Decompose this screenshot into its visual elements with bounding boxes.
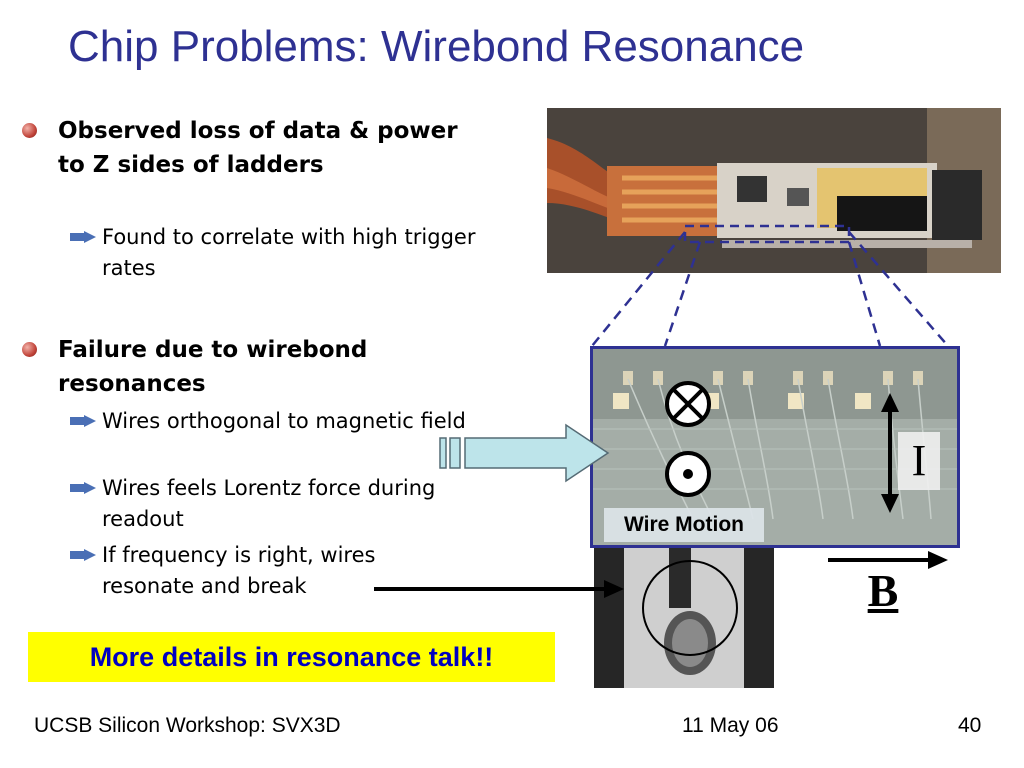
footer-left: UCSB Silicon Workshop: SVX3D — [34, 714, 341, 737]
sub-arrow-icon — [70, 231, 96, 243]
sub-bullet-2-2-text: Wires feels Lorentz force during readout — [102, 476, 436, 531]
pointer-arrow — [374, 580, 624, 598]
sub-bullet-2-1-text: Wires orthogonal to magnetic field — [102, 409, 466, 433]
bullet-1: Observed loss of data & power to Z sides… — [22, 114, 458, 182]
sub-bullet-2-3: If frequency is right, wires resonate an… — [70, 540, 462, 602]
slide-title: Chip Problems: Wirebond Resonance — [68, 22, 805, 71]
highlight-circle — [642, 560, 738, 656]
wire-motion-label: Wire Motion — [604, 508, 764, 542]
bullet-dot-icon — [22, 123, 37, 138]
bullet-dot-icon — [22, 342, 37, 357]
bullet-2-text: Failure due to wirebond resonances — [58, 337, 368, 397]
zoom-region-box — [683, 224, 851, 244]
field-arrow — [828, 551, 948, 569]
sub-arrow-icon — [70, 482, 96, 494]
footer-date: 11 May 06 — [682, 714, 779, 737]
module-photo — [547, 108, 1001, 273]
bullet-2: Failure due to wirebond resonances — [22, 333, 458, 401]
sub-arrow-icon — [70, 549, 96, 561]
current-label: I — [898, 432, 940, 490]
sub-arrow-icon — [70, 415, 96, 427]
block-arrow — [439, 423, 610, 483]
field-label: B — [867, 565, 899, 616]
current-into-page-icon — [665, 381, 711, 427]
sub-bullet-2-3-text: If frequency is right, wires resonate an… — [102, 543, 376, 598]
sub-bullet-1-1-text: Found to correlate with high trigger rat… — [102, 225, 476, 280]
zoom-lines — [591, 231, 949, 347]
current-arrow — [881, 393, 899, 513]
slide-number: 40 — [958, 714, 982, 737]
resonance-talk-callout: More details in resonance talk!! — [28, 632, 555, 682]
sub-bullet-2-1: Wires orthogonal to magnetic field — [70, 406, 482, 437]
sub-bullet-1-1: Found to correlate with high trigger rat… — [70, 222, 482, 284]
sub-bullet-2-2: Wires feels Lorentz force during readout — [70, 473, 482, 535]
current-out-of-page-icon — [665, 451, 711, 497]
bullet-1-text: Observed loss of data & power to Z sides… — [58, 118, 458, 178]
